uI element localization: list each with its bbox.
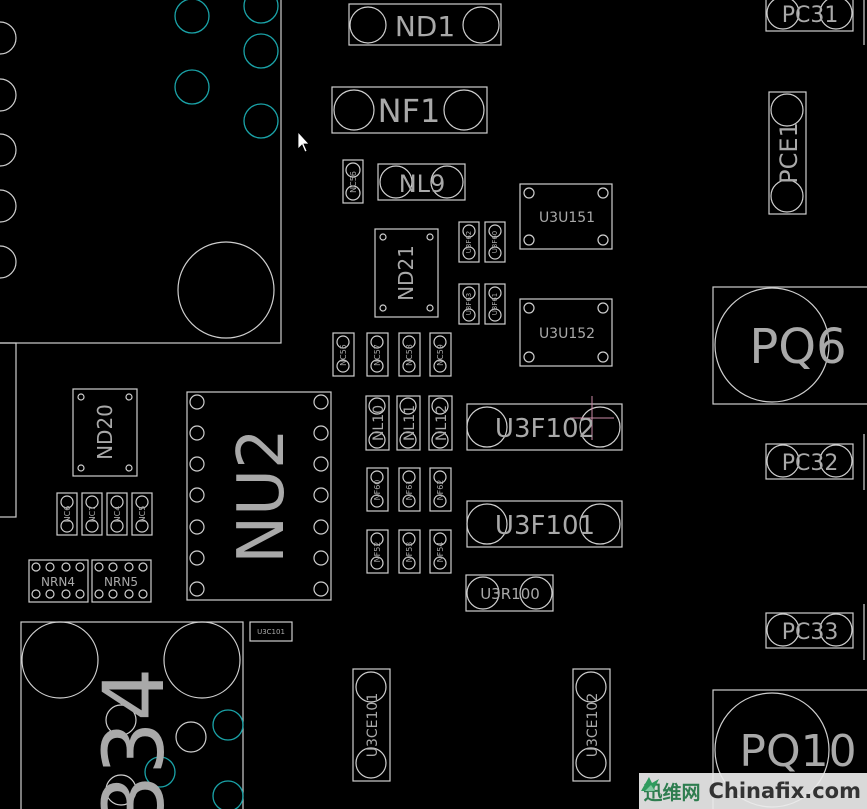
label-u3ce101: U3CE101 bbox=[365, 693, 381, 758]
component-nc57[interactable]: NC57 bbox=[366, 332, 389, 377]
component-pc32[interactable]: PC32 bbox=[765, 443, 854, 480]
component-pc31[interactable]: PC31 bbox=[765, 0, 854, 32]
label-nf60: NF60 bbox=[373, 480, 382, 501]
component-pc33[interactable]: PC33 bbox=[765, 612, 854, 649]
component-nf52[interactable]: NF52 bbox=[366, 529, 389, 574]
component-nc4[interactable]: NC4 bbox=[106, 492, 128, 536]
label-nd1: ND1 bbox=[395, 10, 455, 43]
label-nf62: NF62 bbox=[436, 480, 445, 501]
component-nrn4[interactable]: NRN4 bbox=[28, 559, 89, 603]
component-nf54[interactable]: NF54 bbox=[429, 529, 452, 574]
component-u3ce102[interactable]: U3CE102 bbox=[572, 668, 611, 782]
label-nl11: NL11 bbox=[402, 405, 418, 441]
component-u3f62[interactable]: U3F62 bbox=[458, 221, 480, 263]
component-nc55[interactable]: NC55 bbox=[332, 332, 355, 377]
component-u3f101[interactable]: U3F101 bbox=[466, 500, 623, 548]
component-u3r100[interactable]: U3R100 bbox=[465, 574, 554, 612]
label-nc4: NC4 bbox=[113, 506, 122, 523]
component-nd21[interactable]: ND21 bbox=[374, 228, 439, 318]
label-u3f61: U3F61 bbox=[491, 293, 499, 316]
chinafix-logo-icon bbox=[641, 777, 660, 791]
component-u3u151[interactable]: U3U151 bbox=[519, 183, 613, 250]
label-nc5: NC5 bbox=[138, 506, 147, 523]
label-nu2: NU2 bbox=[225, 428, 299, 563]
label-pc31: PC31 bbox=[782, 3, 839, 28]
component-nl12[interactable]: NL12 bbox=[428, 395, 453, 451]
component-nl11[interactable]: NL11 bbox=[396, 395, 421, 451]
label-nc55: NC55 bbox=[339, 344, 348, 366]
component-nc6[interactable]: NC6 bbox=[56, 492, 78, 536]
component-nf53[interactable]: NF53 bbox=[398, 529, 421, 574]
label-u3f101: U3F101 bbox=[495, 511, 595, 541]
component-pq10[interactable]: PQ10 bbox=[712, 689, 867, 809]
component-nl9[interactable]: NL9 bbox=[377, 163, 466, 201]
label-nf54: NF54 bbox=[436, 542, 445, 563]
label-334: 334 bbox=[85, 668, 183, 809]
connector-top-left bbox=[0, 0, 282, 518]
label-u3u152: U3U152 bbox=[539, 326, 595, 342]
label-nl10: NL10 bbox=[371, 405, 387, 441]
label-nf61: NF61 bbox=[405, 480, 414, 501]
component-u3f63[interactable]: U3F63 bbox=[458, 283, 480, 325]
label-nl12: NL12 bbox=[434, 405, 450, 441]
component-nl10[interactable]: NL10 bbox=[365, 395, 390, 451]
label-nf53: NF53 bbox=[405, 542, 414, 563]
label-pq10: PQ10 bbox=[739, 726, 856, 777]
label-nc56: NC56 bbox=[349, 171, 358, 193]
component-u3u152[interactable]: U3U152 bbox=[519, 298, 613, 367]
component-nc5[interactable]: NC5 bbox=[131, 492, 153, 536]
label-nl9: NL9 bbox=[399, 170, 446, 198]
label-u3r100: U3R100 bbox=[480, 585, 540, 603]
component-nf62[interactable]: NF62 bbox=[429, 467, 452, 512]
component-u3f60[interactable]: U3F60 bbox=[484, 221, 506, 263]
label-nc57: NC57 bbox=[373, 344, 382, 366]
label-u3f60: U3F60 bbox=[491, 231, 499, 254]
label-nc58: NC58 bbox=[405, 344, 414, 366]
watermark-cn-text: 迅维网 bbox=[643, 781, 701, 804]
component-nu2[interactable]: NU2 bbox=[186, 391, 332, 601]
label-u3u151: U3U151 bbox=[539, 210, 595, 226]
component-u3c101[interactable]: U3C101 bbox=[249, 621, 293, 642]
label-nd21: ND21 bbox=[394, 245, 418, 301]
component-nrn5[interactable]: NRN5 bbox=[91, 559, 152, 603]
component-nd1[interactable]: ND1 bbox=[348, 3, 502, 46]
component-u3f102[interactable]: U3F102 bbox=[466, 396, 623, 451]
component-334[interactable]: 334 bbox=[20, 621, 244, 809]
component-nc56[interactable]: NC56 bbox=[342, 159, 364, 204]
component-nf60[interactable]: NF60 bbox=[366, 467, 389, 512]
label-u3f62: U3F62 bbox=[465, 231, 473, 254]
watermark-en-text: Chinafix.com bbox=[708, 779, 861, 803]
label-nc59: NC59 bbox=[436, 344, 445, 366]
label-nrn4: NRN4 bbox=[41, 575, 75, 589]
label-nc7: NC7 bbox=[88, 506, 97, 523]
label-u3ce102: U3CE102 bbox=[585, 693, 601, 758]
label-u3f63: U3F63 bbox=[465, 293, 473, 316]
component-pq6[interactable]: PQ6 bbox=[712, 286, 867, 405]
label-pc33: PC33 bbox=[782, 620, 839, 645]
component-nd20[interactable]: ND20 bbox=[72, 388, 138, 477]
label-nc6: NC6 bbox=[63, 506, 72, 523]
label-nf1: NF1 bbox=[378, 92, 441, 130]
component-nf1[interactable]: NF1 bbox=[331, 86, 488, 134]
label-pce1: PCE1 bbox=[775, 122, 803, 184]
watermark: 迅维网 Chinafix.com bbox=[639, 773, 867, 809]
component-nc59[interactable]: NC59 bbox=[429, 332, 452, 377]
component-u3f61[interactable]: U3F61 bbox=[484, 283, 506, 325]
component-pce1[interactable]: PCE1 bbox=[768, 91, 807, 215]
component-nc7[interactable]: NC7 bbox=[81, 492, 103, 536]
label-u3c101: U3C101 bbox=[257, 628, 285, 636]
label-nrn5: NRN5 bbox=[104, 575, 138, 589]
component-nc58[interactable]: NC58 bbox=[398, 332, 421, 377]
component-nf61[interactable]: NF61 bbox=[398, 467, 421, 512]
label-pq6: PQ6 bbox=[749, 319, 846, 375]
component-u3ce101[interactable]: U3CE101 bbox=[352, 668, 391, 782]
label-pc32: PC32 bbox=[782, 451, 839, 476]
label-nf52: NF52 bbox=[373, 542, 382, 563]
label-u3f102: U3F102 bbox=[495, 414, 595, 444]
mouse-pointer-icon bbox=[297, 130, 310, 153]
label-nd20: ND20 bbox=[93, 404, 117, 460]
